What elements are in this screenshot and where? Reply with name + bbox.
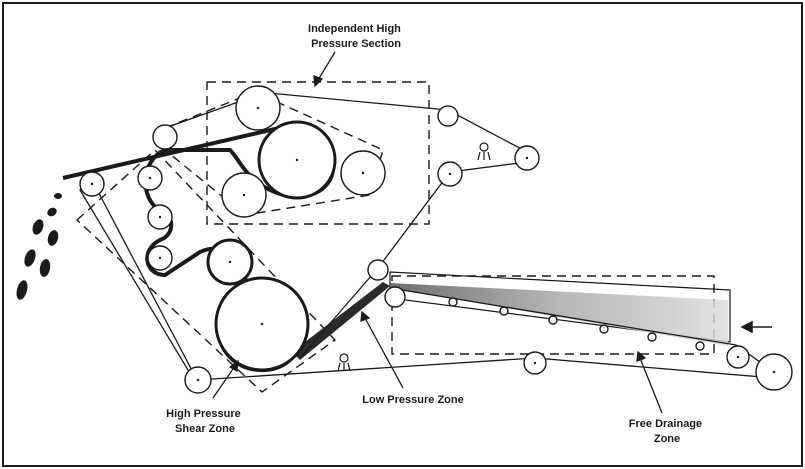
roller-icon (152, 124, 178, 150)
roller-icon (599, 324, 609, 334)
label-high-pressure-shear: High Pressure Shear Zone (166, 408, 244, 435)
drainage-wedge (390, 283, 728, 346)
roller-icon (367, 259, 389, 281)
label-free-drainage: Free Drainage Zone (629, 418, 705, 445)
lower-belt (79, 179, 775, 386)
roller-icon (437, 105, 459, 127)
roller-icon (499, 306, 509, 316)
roller-icon (548, 315, 558, 325)
roller-icon (384, 286, 406, 308)
shear-zone-box (75, 149, 337, 393)
label-low-pressure: Low Pressure Zone (362, 394, 463, 406)
feed-arrow-icon (740, 320, 772, 334)
leader-lines (212, 51, 663, 414)
roller-centers (90, 106, 776, 382)
roller-icon (448, 297, 458, 307)
rollers (79, 85, 793, 394)
roller-icon (647, 332, 657, 342)
roller-icon (695, 341, 705, 351)
low-pressure-wedge (292, 282, 390, 360)
sludge-cake-icon (16, 193, 62, 300)
spray-nozzle-icon (337, 353, 351, 372)
label-independent-high-pressure: Independent High Pressure Section (308, 23, 404, 50)
spray-nozzle-icon (477, 142, 491, 161)
